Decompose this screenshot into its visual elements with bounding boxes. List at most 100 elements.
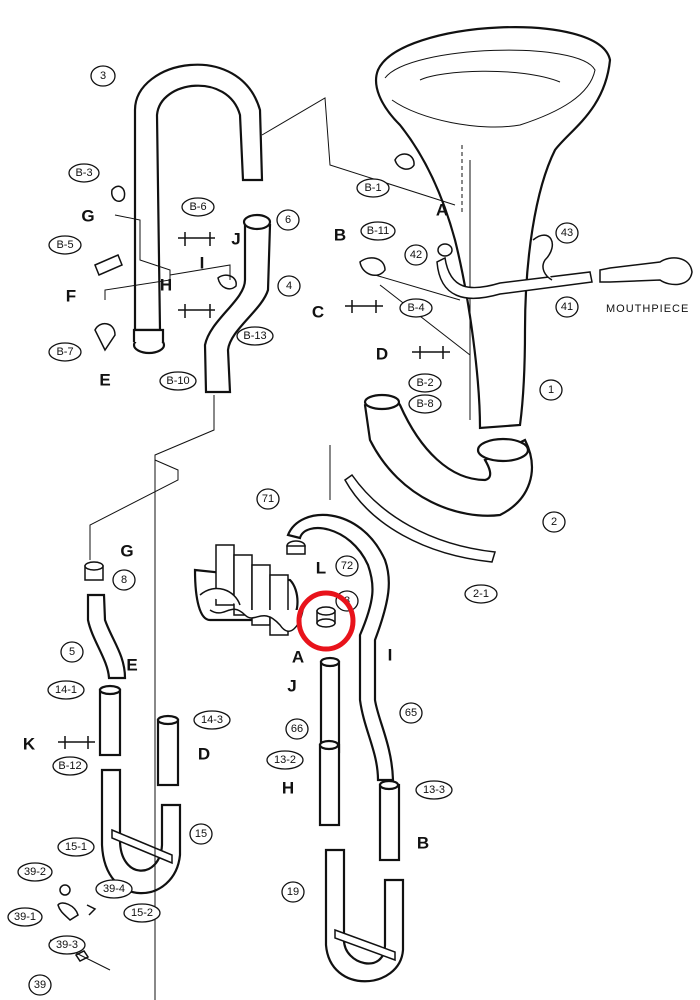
callout-text: 2-1 bbox=[473, 588, 489, 600]
callout-text: 14-3 bbox=[201, 714, 223, 726]
callout-bubble bbox=[464, 584, 498, 604]
connector-letter: I bbox=[388, 646, 393, 665]
callout-b-13: B-13 bbox=[236, 326, 274, 346]
callout-13-3: 13-3 bbox=[415, 780, 453, 800]
callout-bubble bbox=[17, 862, 53, 882]
callout-bubble bbox=[399, 702, 423, 724]
callout-14-3: 14-3 bbox=[193, 710, 231, 730]
callout-bubble bbox=[57, 837, 95, 857]
slide-15-part bbox=[100, 768, 182, 895]
callout-text: 3 bbox=[100, 70, 106, 82]
bell-bow-part bbox=[344, 393, 533, 563]
callout-39-2: 39-2 bbox=[17, 862, 53, 882]
callout-2: 2 bbox=[542, 511, 566, 533]
callout-71: 71 bbox=[256, 488, 280, 510]
connector-letter: L bbox=[316, 559, 326, 578]
callout-text: 1 bbox=[548, 384, 554, 396]
callout-15: 15 bbox=[189, 823, 213, 845]
callout-2-1: 2-1 bbox=[464, 584, 498, 604]
callout-bubble bbox=[415, 780, 453, 800]
callout-bubble bbox=[112, 569, 136, 591]
callout-text: B-6 bbox=[189, 201, 206, 213]
connector-l: L bbox=[316, 559, 326, 578]
callout-text: B-4 bbox=[407, 302, 424, 314]
callout-b-10: B-10 bbox=[159, 371, 197, 391]
callout-b-6: B-6 bbox=[181, 197, 215, 217]
callout-b-3: B-3 bbox=[68, 163, 100, 183]
callout-43: 43 bbox=[555, 222, 579, 244]
callout-bubble bbox=[47, 680, 85, 700]
callout-14-1: 14-1 bbox=[47, 680, 85, 700]
connector-b: B bbox=[417, 834, 429, 853]
callout-39-3: 39-3 bbox=[48, 935, 86, 955]
connector-letter: J bbox=[231, 230, 240, 249]
callout-b-1: B-1 bbox=[356, 178, 390, 198]
callout-bubble bbox=[60, 641, 84, 663]
callout-text: B-3 bbox=[75, 167, 92, 179]
connector-letter: B bbox=[334, 226, 346, 245]
tube-66-part bbox=[319, 656, 341, 754]
callout-bubble bbox=[159, 371, 197, 391]
tube-14-part bbox=[98, 684, 180, 787]
connector-j: J bbox=[231, 230, 240, 249]
tube-71-part bbox=[286, 513, 395, 782]
valve-cluster-part bbox=[193, 544, 304, 636]
callout-text: B-2 bbox=[416, 377, 433, 389]
callout-72: 72 bbox=[335, 555, 359, 577]
leadpipe-part bbox=[436, 234, 693, 300]
callout-bubble bbox=[68, 163, 100, 183]
callout-text: 4 bbox=[286, 280, 292, 292]
callout-bubble bbox=[399, 298, 433, 318]
connector-e: E bbox=[126, 656, 137, 675]
callout-b-8: B-8 bbox=[408, 394, 442, 414]
connector-f: F bbox=[66, 287, 76, 306]
tube-13-part bbox=[318, 739, 401, 862]
callout-bubble bbox=[123, 903, 161, 923]
water-key-part bbox=[49, 884, 111, 971]
callout-text: B-11 bbox=[367, 225, 389, 237]
callout-b-4: B-4 bbox=[399, 298, 433, 318]
callout-bubble bbox=[90, 65, 116, 87]
callout-bubble bbox=[193, 710, 231, 730]
leader-lines bbox=[89, 97, 471, 1000]
callout-bubble bbox=[408, 394, 442, 414]
connector-letter: E bbox=[126, 656, 137, 675]
callout-text: 13-2 bbox=[274, 754, 296, 766]
connector-g: G bbox=[120, 542, 133, 561]
connector-letter: D bbox=[376, 345, 388, 364]
callout-bubble bbox=[256, 488, 280, 510]
ferrule-72-part bbox=[316, 606, 336, 628]
callout-bubble bbox=[285, 718, 309, 740]
callout-text: 39-4 bbox=[103, 883, 125, 895]
connector-letter: C bbox=[312, 303, 324, 322]
connector-d: D bbox=[376, 345, 388, 364]
callout-bubble bbox=[48, 935, 86, 955]
tube-5-part bbox=[84, 561, 127, 680]
connector-letter: G bbox=[81, 207, 94, 226]
connector-letter: A bbox=[436, 201, 448, 220]
connector-k: K bbox=[23, 735, 36, 754]
callout-text: 2 bbox=[551, 516, 557, 528]
callout-39: 39 bbox=[28, 974, 52, 996]
callout-bubble bbox=[277, 275, 301, 297]
callout-bubble bbox=[335, 555, 359, 577]
callout-1: 1 bbox=[539, 379, 563, 401]
callout-b-7: B-7 bbox=[48, 342, 82, 362]
tube-3-part bbox=[132, 63, 264, 355]
callout-bubble bbox=[542, 511, 566, 533]
callout-41: 41 bbox=[555, 296, 579, 318]
callout-b-2: B-2 bbox=[408, 373, 442, 393]
callout-bubble bbox=[404, 244, 428, 266]
connector-e: E bbox=[99, 371, 110, 390]
callout-bubble bbox=[356, 178, 390, 198]
connector-letter: A bbox=[292, 648, 304, 667]
callout-b-11: B-11 bbox=[360, 221, 396, 241]
callout-8: 8 bbox=[112, 569, 136, 591]
connector-h: H bbox=[160, 276, 172, 295]
callout-text: B-7 bbox=[56, 346, 73, 358]
connector-i: I bbox=[200, 254, 205, 273]
connector-letter: B bbox=[417, 834, 429, 853]
callout-text: 72 bbox=[341, 560, 353, 572]
callout-text: B-1 bbox=[364, 182, 381, 194]
callout-39-4: 39-4 bbox=[95, 879, 133, 899]
